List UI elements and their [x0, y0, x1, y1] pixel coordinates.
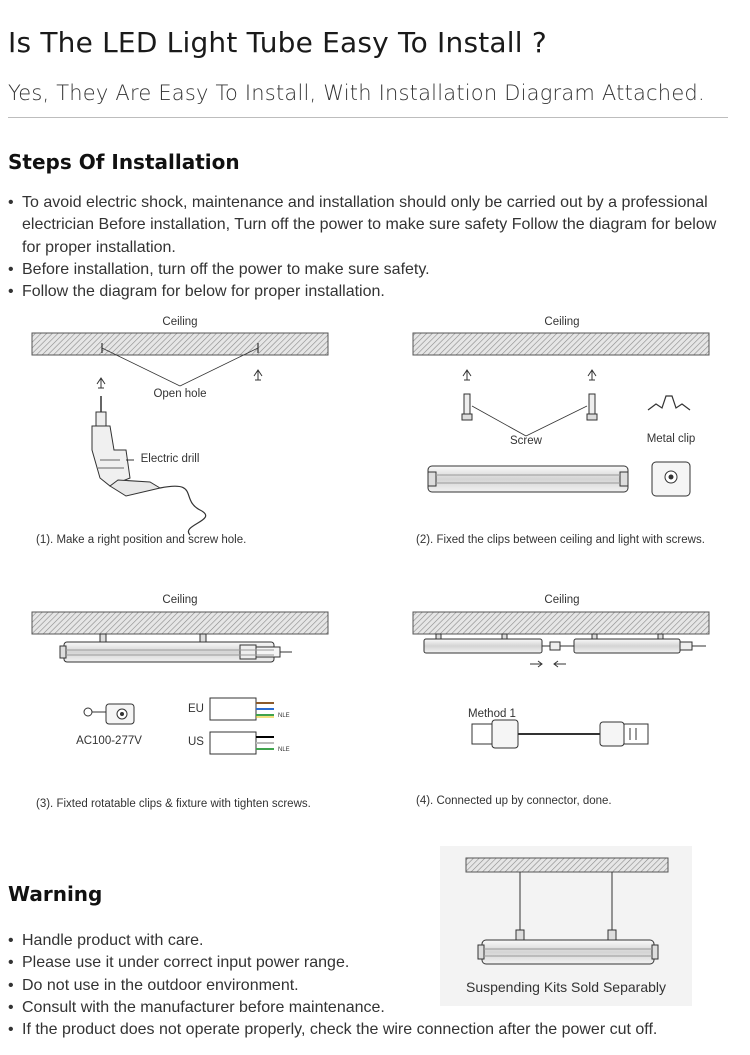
drill-illustration: [31, 332, 329, 536]
list-item: If the product does not operate properly…: [8, 1019, 657, 1042]
svg-text:NLE: NLE: [278, 713, 290, 719]
diagram-step-1: Ceiling Open hole Electric drill (1). Ma…: [30, 310, 340, 550]
steps-list: To avoid electric shock, maintenance and…: [8, 192, 738, 304]
fixture-illustration: NLE NLE: [31, 611, 329, 755]
list-item: Consult with the manufacturer before mai…: [8, 997, 657, 1020]
warning-heading: Warning: [8, 882, 103, 906]
list-item: Follow the diagram for below for proper …: [8, 281, 738, 304]
divider: [8, 117, 728, 118]
ceiling-label: Ceiling: [162, 316, 198, 328]
screw-label: Screw: [510, 435, 542, 447]
metal-clip-label: Metal clip: [646, 433, 696, 445]
ceiling-label: Ceiling: [544, 316, 580, 328]
diagram-step-4: Ceiling Method 1 (4). Connected up by co…: [410, 590, 730, 820]
caption-step-2: (2). Fixed the clips between ceiling and…: [416, 534, 705, 546]
warning-list: Handle product with care. Please use it …: [8, 930, 657, 1042]
steps-heading: Steps Of Installation: [8, 150, 240, 174]
caption-step-1: (1). Make a right position and screw hol…: [36, 534, 247, 546]
svg-text:NLE: NLE: [278, 747, 290, 753]
connector-illustration: [412, 611, 710, 749]
page-subtitle: Yes, They Are Easy To Install, With Inst…: [8, 81, 705, 105]
list-item: Do not use in the outdoor environment.: [8, 975, 657, 998]
drill-label: Electric drill: [140, 453, 200, 465]
list-item: Before installation, turn off the power …: [8, 259, 738, 282]
diagram-step-3: Ceiling NLE NLE AC100-277V EU US (3). Fi…: [30, 590, 350, 820]
us-label: US: [188, 736, 204, 748]
ceiling-label: Ceiling: [162, 594, 198, 606]
voltage-label: AC100-277V: [76, 735, 142, 747]
list-item: To avoid electric shock, maintenance and…: [8, 192, 738, 259]
ceiling-label: Ceiling: [544, 594, 580, 606]
open-hole-label: Open hole: [153, 388, 207, 400]
eu-label: EU: [188, 703, 204, 715]
diagram-step-2: Ceiling Screw Metal clip (2). Fixed the …: [410, 310, 730, 550]
caption-step-3: (3). Fixted rotatable clips & fixture wi…: [36, 798, 311, 810]
page-title: Is The LED Light Tube Easy To Install ?: [8, 26, 547, 59]
list-item: Please use it under correct input power …: [8, 952, 657, 975]
clip-illustration: [412, 332, 710, 497]
caption-step-4: (4). Connected up by connector, done.: [416, 795, 612, 807]
method-label: Method 1: [468, 708, 516, 720]
list-item: Handle product with care.: [8, 930, 657, 953]
